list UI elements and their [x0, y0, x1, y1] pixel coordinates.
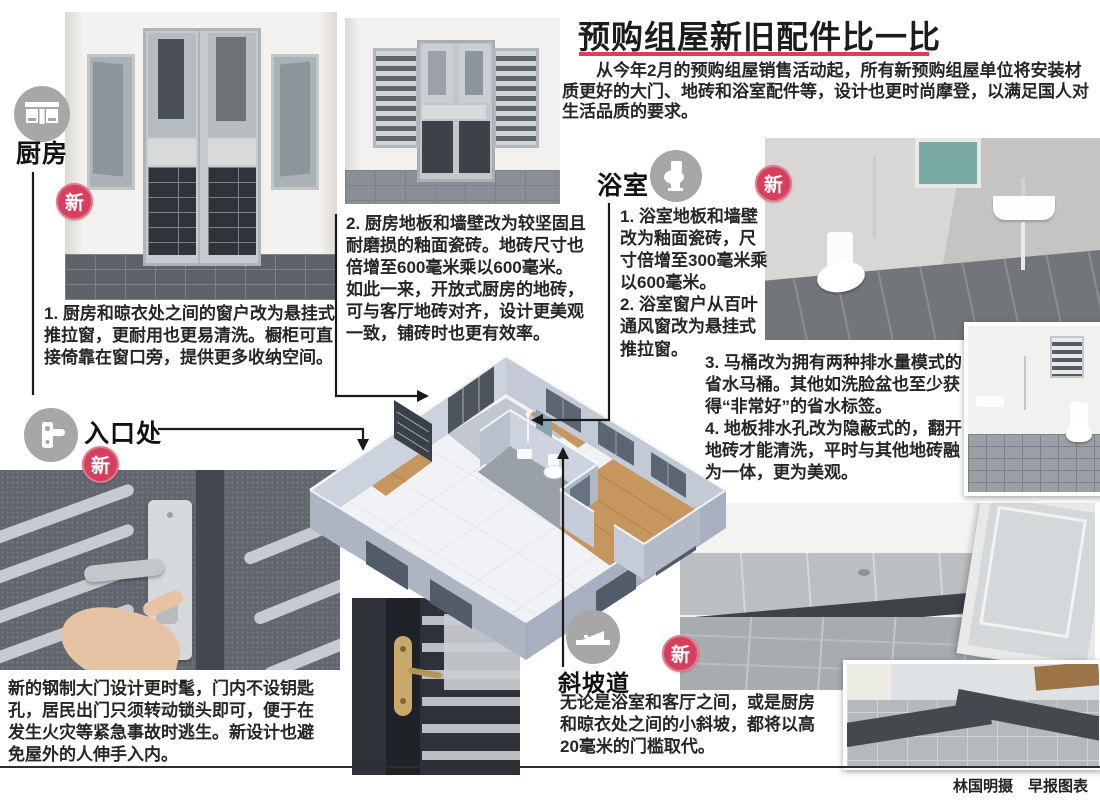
- intro-paragraph: 从今年2月的预购组屋销售活动起，所有新预购组屋单位将安装材质更好的大门、地砖和浴…: [562, 61, 1089, 122]
- bathroom-point3: 3. 马桶改为拥有两种排水量模式的省水马桶。其他如洗脸盆也至少获得“非常好”的省…: [705, 353, 962, 417]
- credit-line: 林国明摄 早报图表: [952, 778, 1088, 795]
- ramp-label: 斜坡道: [558, 670, 630, 696]
- kitchen-point2-text: 2. 厨房地板和墙壁改为较坚固且耐磨损的釉面瓷砖。地砖尺寸也倍增至600毫米乘以…: [346, 214, 586, 344]
- bathroom-point12-text: 1. 浴室地板和墙壁改为釉面瓷砖，尺寸倍增至300毫米乘以600毫米。 2. 浴…: [620, 206, 772, 361]
- photo-new-threshold: [680, 503, 1095, 690]
- kitchen-label: 厨房: [16, 140, 69, 168]
- ramp-icon: [566, 610, 620, 664]
- title-underline: [579, 52, 929, 56]
- photo-old-kitchen-door: [345, 18, 560, 204]
- page-title: 预购组屋新旧配件比一比: [578, 19, 942, 55]
- new-badge-entrance: 新: [82, 446, 119, 483]
- bathroom-label: 浴室: [597, 172, 650, 200]
- new-badge-kitchen: 新: [56, 183, 93, 220]
- bathroom-point4: 4. 地板排水孔改为隐蔽式的，翻开地砖才能清洗，平时与其他地砖融为一体，更为美观…: [705, 419, 962, 483]
- photo-new-door-handle: [0, 470, 340, 670]
- entrance-door-handle-icon: [24, 408, 78, 462]
- photo-old-ramp: [843, 660, 1100, 770]
- bathroom-toilet-icon: [650, 150, 702, 202]
- ramp-text: 无论是浴室和客厅之间，或是厨房和晾衣处之间的小斜坡，都将以高20毫米的门槛取代。: [560, 693, 815, 757]
- kitchen-point1-text: 1. 厨房和晾衣处之间的窗户改为悬挂式推拉窗，更耐用也更易清洗。橱柜可直接倚靠在…: [44, 304, 335, 368]
- photo-new-bathroom: [765, 138, 1100, 340]
- entrance-label: 入口处: [84, 420, 163, 448]
- bathroom-point34-text: 3. 马桶改为拥有两种排水量模式的省水马桶。其他如洗脸盆也至少获得“非常好”的省…: [705, 352, 967, 485]
- kitchen-window-icon: [14, 86, 70, 142]
- bottom-rule: [0, 766, 1100, 768]
- photo-new-kitchen-door: [65, 12, 337, 300]
- entrance-text: 新的钢制大门设计更时髦，门内不设钥匙孔，居民出门只须转动锁头即可，便于在发生火灾…: [8, 679, 314, 765]
- bathroom-point1: 1. 浴室地板和墙壁改为釉面瓷砖，尺寸倍增至300毫米乘以600毫米。: [620, 207, 768, 293]
- photo-old-bathroom: [964, 322, 1100, 496]
- bathroom-point2: 2. 浴室窗户从百叶通风窗改为悬挂式推拉窗。: [620, 295, 758, 359]
- new-badge-ramp: 新: [662, 635, 699, 672]
- new-badge-bathroom: 新: [755, 165, 792, 202]
- floorplan-illustration: [309, 354, 727, 660]
